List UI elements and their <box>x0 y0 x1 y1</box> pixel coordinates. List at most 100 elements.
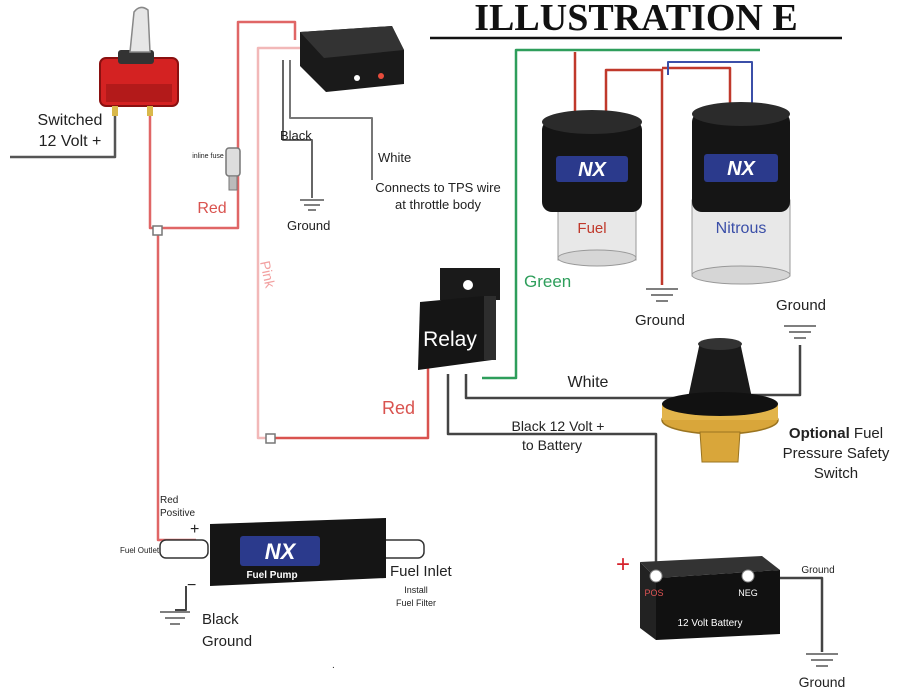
stray-dot: . <box>332 660 335 671</box>
relay-hole-icon <box>463 280 473 290</box>
fuel-solenoid-top <box>542 110 642 134</box>
wire-red-switch-to-module <box>148 20 297 230</box>
wire-label-red-relay: Red <box>382 398 415 418</box>
nitrous-solenoid-base <box>691 199 791 277</box>
tps-note-1: Connects to TPS wire <box>375 180 500 195</box>
wire-pink <box>256 46 300 440</box>
switch-lever-icon <box>129 6 151 53</box>
pump-logo: NX <box>265 539 297 564</box>
pump-minus: − <box>187 577 196 594</box>
fuel-pump: NX Fuel Pump <box>159 518 425 586</box>
tps-module <box>300 26 404 92</box>
inline-fuse <box>225 147 241 191</box>
fuel-solenoid-label: Fuel <box>577 220 606 237</box>
pump-name: Fuel Pump <box>246 570 297 581</box>
pump-ground-label: Ground <box>202 633 252 650</box>
fuel-nx-logo-icon <box>556 156 628 182</box>
ground-icon <box>784 325 816 339</box>
relay <box>418 268 500 370</box>
switch-collar <box>118 50 154 64</box>
pressure-optional-bold: Optional <box>789 425 850 442</box>
ground-icon <box>646 288 678 302</box>
pressure-switch-caption-3: Switch <box>814 465 858 482</box>
nitrous-solenoid-label: Nitrous <box>716 220 767 237</box>
tps-led-white <box>354 75 360 81</box>
wire-label-pink: Pink <box>257 259 279 290</box>
tps-led-red <box>378 73 384 79</box>
fuse-tip <box>228 175 238 191</box>
wire-label-black-battery-1: Black 12 Volt + <box>511 418 604 434</box>
ground-icon <box>300 199 324 211</box>
wire-pump-ground <box>175 586 187 611</box>
pump-black-label: Black <box>202 611 239 628</box>
junction-red <box>152 225 163 236</box>
fuel-logo: NX <box>578 159 607 181</box>
wire-pressure-ground <box>748 345 802 397</box>
battery-ground-bottom-label: Ground <box>799 674 846 690</box>
tps-module-top <box>300 26 404 58</box>
switch-label-1: Switched <box>38 112 103 129</box>
nitrous-solenoid: NX Nitrous <box>691 102 791 285</box>
battery-name: 12 Volt Battery <box>677 618 742 629</box>
pressure-switch-seal <box>662 392 778 416</box>
fuel-solenoid: NX Fuel <box>542 110 642 267</box>
wire-red-relay <box>272 368 430 440</box>
relay-side <box>484 296 496 360</box>
wire-white-pressure <box>464 374 700 400</box>
wire-label-white: White <box>568 374 609 391</box>
battery <box>640 556 780 640</box>
relay-label: Relay <box>423 328 477 351</box>
battery-neg-terminal-icon <box>741 569 755 583</box>
ground-icon <box>806 653 838 667</box>
pump-outlet-nozzle <box>159 539 209 559</box>
wire-nitrous-red <box>662 66 732 108</box>
wire-black-module <box>282 60 313 198</box>
toggle-switch <box>99 6 179 116</box>
battery-plus: + <box>616 551 630 578</box>
wire-label-red-top: Red <box>197 200 226 217</box>
ground-icon <box>160 611 190 625</box>
pressure-switch-thread-icon <box>699 431 741 463</box>
solenoid-ground-label: Ground <box>635 312 685 329</box>
switch-base <box>106 84 172 102</box>
pump-inlet-label: Fuel Inlet <box>390 563 453 580</box>
pump-plus: + <box>190 521 199 538</box>
nitrous-logo: NX <box>727 158 756 180</box>
junction-pink <box>265 433 276 444</box>
battery-pos-label: POS <box>644 588 663 598</box>
wire-nitrous-blue <box>667 61 753 108</box>
wire-fuel-red-2 <box>604 68 664 285</box>
battery-pos-terminal-icon <box>649 569 663 583</box>
switch-terminal-right <box>147 106 153 116</box>
wire-black-battery <box>446 374 658 572</box>
wires <box>10 20 824 652</box>
pressure-switch-top <box>698 338 742 350</box>
wire-white-tps <box>289 60 373 180</box>
tps-ground-label: Ground <box>287 218 330 233</box>
nitrous-solenoid-top <box>692 102 790 126</box>
fuel-solenoid-bottom <box>557 249 637 267</box>
fuse-label: inline fuse <box>192 153 224 160</box>
relay-body <box>418 296 492 370</box>
battery-neg-label: NEG <box>738 588 758 598</box>
wire-switched-12v <box>10 113 117 159</box>
battery-side <box>640 562 656 640</box>
pressure-switch-caption-1: Optional Fuel <box>789 425 883 442</box>
pressure-switch <box>661 338 779 463</box>
battery-top <box>640 556 780 578</box>
pressure-optional-rest: Fuel <box>854 425 883 442</box>
pressure-ground-label: Ground <box>776 297 826 314</box>
page-title: ILLUSTRATION E <box>474 0 797 39</box>
wire-label-red-positive-1: Red <box>160 495 178 506</box>
pump-outlet-label: Fuel Outlet <box>120 546 160 555</box>
fuse-holder <box>225 147 241 177</box>
pump-inlet-nozzle <box>379 539 425 559</box>
wire-battery-ground <box>778 576 824 652</box>
switch-terminal-left <box>112 106 118 116</box>
tps-white-label: White <box>378 150 411 165</box>
battery-front <box>656 570 780 640</box>
wire-green <box>482 48 760 380</box>
wire-label-red-positive-2: Positive <box>160 508 195 519</box>
pump-nx-logo-icon <box>240 536 320 566</box>
